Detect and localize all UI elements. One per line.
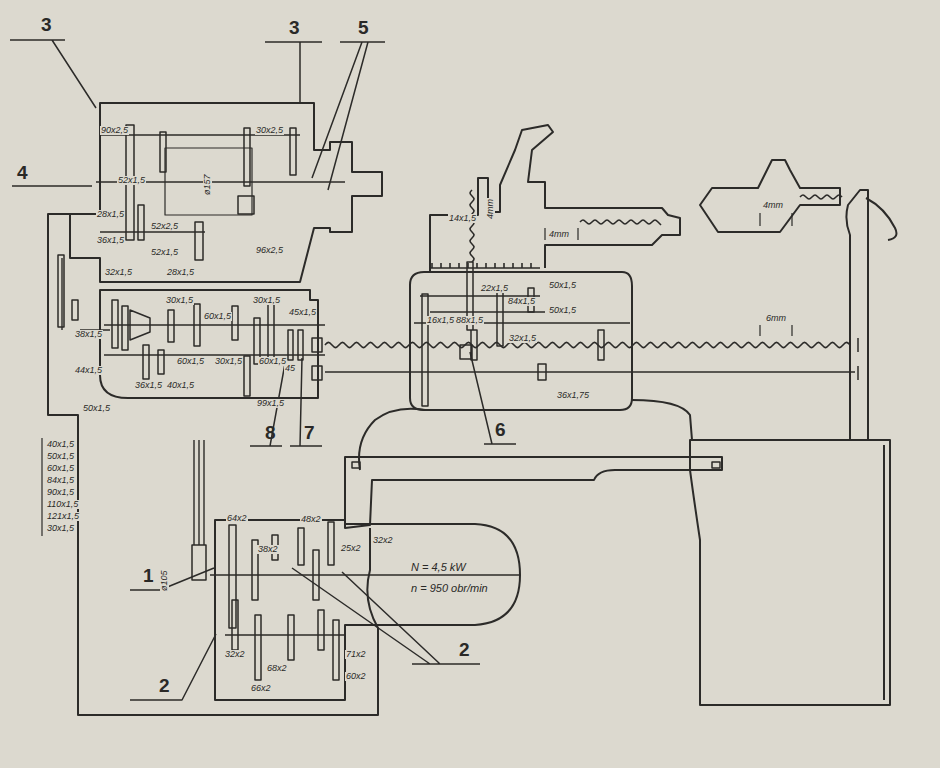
dimension-label: 4mm bbox=[486, 198, 495, 220]
dimension-label: 36x1,75 bbox=[556, 391, 590, 400]
dimension-label: 71x2 bbox=[345, 650, 367, 659]
dimension-label: 6mm bbox=[765, 314, 787, 323]
dimension-label: 66x2 bbox=[250, 684, 272, 693]
dimension-label: 32x1,5 bbox=[104, 268, 133, 277]
dimension-label: 52x2,5 bbox=[150, 222, 179, 231]
cross-slide-screw bbox=[580, 220, 661, 225]
right-pedestal bbox=[690, 440, 890, 705]
callout-number: 2 bbox=[158, 676, 171, 696]
dimension-label: 38x2 bbox=[257, 545, 279, 554]
callout-number: 8 bbox=[264, 423, 277, 443]
screw-bearing bbox=[312, 338, 858, 380]
dimension-label: 84x1,5 bbox=[507, 297, 536, 306]
gear-symbol bbox=[58, 125, 604, 680]
dimension-label: N = 4,5 kW bbox=[410, 562, 467, 574]
dimension-label: 90x2,5 bbox=[100, 126, 129, 135]
dimension-label: 99x1,5 bbox=[256, 399, 285, 408]
dimension-label: 4mm bbox=[762, 201, 784, 210]
dimension-label: 90x1,5 bbox=[46, 488, 75, 497]
dimension-label: 32x2 bbox=[224, 650, 246, 659]
dimension-label: 36x1,5 bbox=[96, 236, 125, 245]
list-bracket bbox=[41, 438, 42, 536]
dimension-label: 88x1,5 bbox=[455, 316, 484, 325]
dimension-label: 60x1,5 bbox=[203, 312, 232, 321]
dimension-label: 50x1,5 bbox=[82, 404, 111, 413]
dimension-label: 52x1,5 bbox=[150, 248, 179, 257]
dimension-label: 36x1,5 bbox=[134, 381, 163, 390]
dimension-label: 45 bbox=[284, 364, 296, 373]
bed-slot bbox=[352, 462, 720, 468]
tailstock-screw bbox=[800, 195, 842, 199]
dimension-label: 28x1,5 bbox=[166, 268, 195, 277]
dimension-label: 50x1,5 bbox=[548, 281, 577, 290]
rack-teeth bbox=[430, 263, 540, 268]
dimension-label: 44x1,5 bbox=[74, 366, 103, 375]
shaft-line bbox=[62, 135, 855, 635]
dimension-label: 60x1,5 bbox=[176, 357, 205, 366]
dimension-label: 30x1,5 bbox=[214, 357, 243, 366]
dimension-label: 30x1,5 bbox=[46, 524, 75, 533]
dimension-label: 4mm bbox=[548, 230, 570, 239]
callout-number: 1 bbox=[142, 566, 155, 586]
dimension-label: 38x1,5 bbox=[74, 330, 103, 339]
dimension-label: 48x2 bbox=[300, 515, 322, 524]
dimension-label: 110x1,5 bbox=[46, 500, 79, 509]
dimension-label: 40x1,5 bbox=[166, 381, 195, 390]
dimension-tick bbox=[545, 213, 792, 336]
callout-number: 2 bbox=[458, 640, 471, 660]
tailstock-body bbox=[846, 190, 896, 440]
dimension-label: 40x1,5 bbox=[46, 440, 75, 449]
dimension-label: 50x1,5 bbox=[548, 306, 577, 315]
dimension-label: 121x1,5 bbox=[46, 512, 80, 521]
dimension-label: ø157 bbox=[203, 173, 212, 196]
dimension-label: 30x2,5 bbox=[255, 126, 284, 135]
dimension-label: 60x1,5 bbox=[258, 357, 287, 366]
callout-number: 5 bbox=[357, 18, 370, 38]
dimension-label: 28x1,5 bbox=[96, 210, 125, 219]
dimension-label: 50x1,5 bbox=[46, 452, 75, 461]
dimension-label: 16x1,5 bbox=[426, 316, 455, 325]
leader-line bbox=[10, 40, 516, 700]
dimension-label: 32x2 bbox=[372, 536, 394, 545]
dimension-label: 30x1,5 bbox=[165, 296, 194, 305]
dimension-label: 60x1,5 bbox=[46, 464, 75, 473]
callout-number: 3 bbox=[40, 15, 53, 35]
dimension-label: 60x2 bbox=[345, 672, 367, 681]
dimension-label: n = 950 obr/min bbox=[410, 583, 489, 595]
dimension-label: ø105 bbox=[160, 569, 169, 592]
lead-screw bbox=[325, 342, 850, 347]
gearbox-housing bbox=[100, 290, 318, 398]
dimension-label: 22x1,5 bbox=[480, 284, 509, 293]
dimension-label: 30x1,5 bbox=[252, 296, 281, 305]
callout-number: 6 bbox=[494, 420, 507, 440]
dimension-label: 84x1,5 bbox=[46, 476, 75, 485]
dimension-label: 25x2 bbox=[340, 544, 362, 553]
carriage bbox=[430, 125, 680, 272]
dimension-label: 96x2,5 bbox=[255, 246, 284, 255]
lathe-bed bbox=[345, 457, 722, 528]
dimension-label: 68x2 bbox=[266, 664, 288, 673]
carriage-screw bbox=[470, 190, 474, 262]
dimension-label: 64x2 bbox=[226, 514, 248, 523]
headstock-housing bbox=[70, 103, 382, 282]
dimension-label: 45x1,5 bbox=[288, 308, 317, 317]
callout-number: 4 bbox=[16, 163, 29, 183]
callout-number: 3 bbox=[288, 18, 301, 38]
saddle-outline bbox=[359, 400, 692, 470]
callout-number: 7 bbox=[303, 423, 316, 443]
dimension-label: 14x1,5 bbox=[448, 214, 477, 223]
dimension-label: 52x1,5 bbox=[117, 176, 146, 185]
tailstock-quill bbox=[700, 160, 840, 232]
dimension-label: 32x1,5 bbox=[508, 334, 537, 343]
